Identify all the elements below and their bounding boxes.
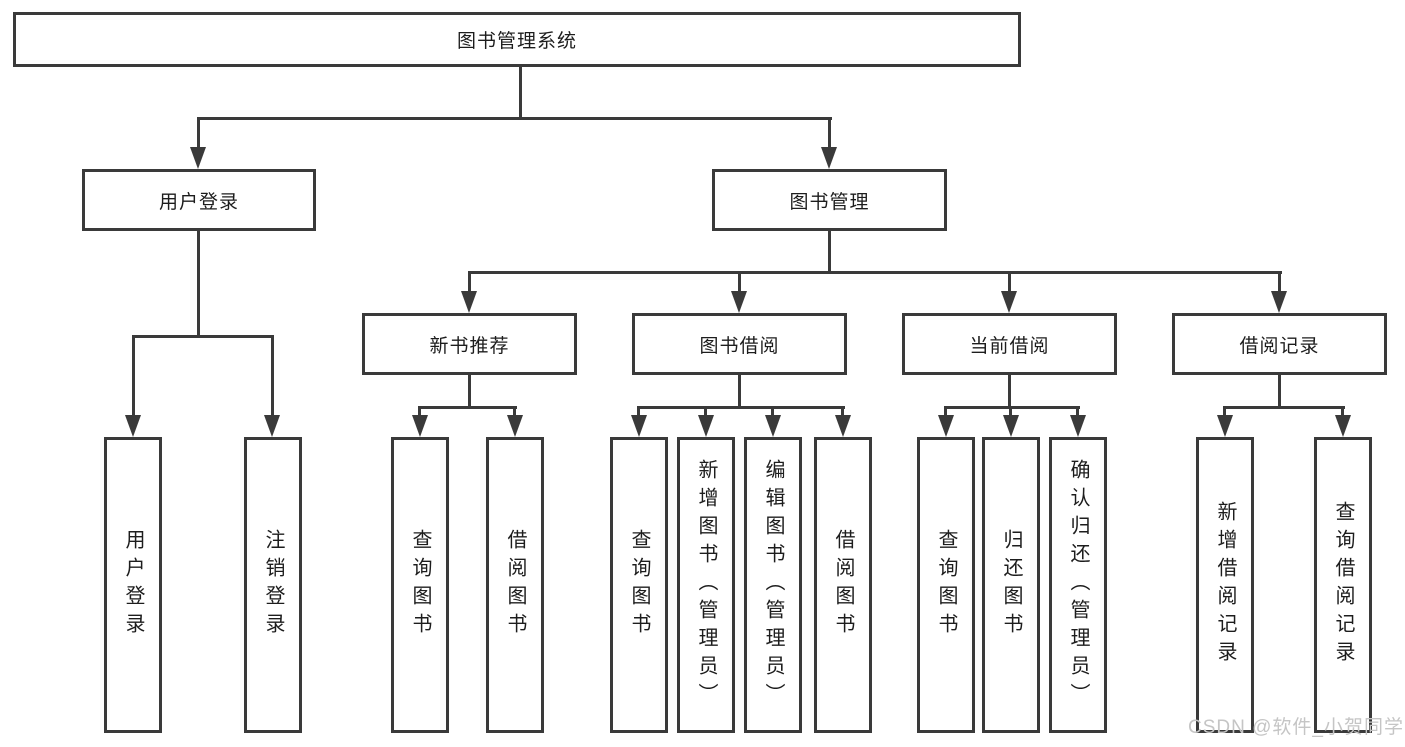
node-new-book-recommend-label: 新书推荐 (429, 335, 510, 357)
node-borrowing-records: 借阅记录 (1172, 313, 1387, 375)
node-borrowing-edit-books-admin: 编辑图书（管理员） (744, 437, 802, 733)
connector-line (271, 337, 274, 417)
connector-line (513, 408, 516, 417)
connector-line (771, 408, 774, 417)
node-borrowing-query-books: 查询图书 (610, 437, 668, 733)
node-user-login: 用户登录 (82, 169, 316, 231)
connector-line (1278, 374, 1281, 408)
connector-line (1076, 408, 1079, 417)
connector-line (828, 229, 831, 273)
arrowhead (938, 415, 954, 437)
arrowhead (1070, 415, 1086, 437)
connector-line (944, 406, 1080, 409)
connector-line (197, 117, 832, 120)
arrowhead (835, 415, 851, 437)
arrowhead (1217, 415, 1233, 437)
node-current-query-books: 查询图书 (917, 437, 975, 733)
connector-line (738, 374, 741, 408)
node-book-borrowing-label: 图书借阅 (699, 335, 780, 357)
connector-line (1278, 273, 1281, 293)
arrowhead (1001, 291, 1017, 313)
node-root-label: 图书管理系统 (456, 31, 577, 52)
node-current-borrowing: 当前借阅 (902, 313, 1117, 375)
node-current-borrowing-label: 当前借阅 (969, 335, 1050, 357)
node-book-management: 图书管理 (712, 169, 947, 231)
node-book-management-label: 图书管理 (789, 191, 870, 213)
node-borrowing-borrow-books: 借阅图书 (814, 437, 872, 733)
connector-line (519, 66, 522, 119)
connector-line (841, 408, 844, 417)
connector-line (1008, 273, 1011, 293)
arrowhead (264, 415, 280, 437)
connector-line (637, 406, 845, 409)
connector-line (1223, 408, 1226, 417)
connector-line (1223, 406, 1345, 409)
node-book-borrowing: 图书借阅 (632, 313, 847, 375)
arrowhead (190, 147, 206, 169)
node-new-book-recommend: 新书推荐 (362, 313, 577, 375)
connector-line (828, 119, 831, 149)
connector-line (132, 337, 135, 417)
node-borrowing-add-books-admin: 新增图书（管理员） (677, 437, 735, 733)
connector-line (197, 119, 200, 149)
connector-line (1009, 408, 1012, 417)
connector-line (197, 229, 200, 337)
node-recommend-query-books: 查询图书 (391, 437, 449, 733)
arrowhead (1271, 291, 1287, 313)
arrowhead (461, 291, 477, 313)
node-user-login-leaf: 用户登录 (104, 437, 162, 733)
connector-line (1341, 408, 1344, 417)
arrowhead (1003, 415, 1019, 437)
arrowhead (765, 415, 781, 437)
node-records-add-record: 新增借阅记录 (1196, 437, 1254, 733)
node-root: 图书管理系统 (13, 12, 1021, 67)
connector-line (418, 406, 517, 409)
arrowhead (125, 415, 141, 437)
arrowhead (821, 147, 837, 169)
arrowhead (507, 415, 523, 437)
arrowhead (698, 415, 714, 437)
connector-line (704, 408, 707, 417)
arrowhead (412, 415, 428, 437)
arrowhead (1335, 415, 1351, 437)
connector-line (468, 374, 471, 408)
connector-line (418, 408, 421, 417)
connector-line (132, 335, 274, 338)
node-logout-leaf: 注销登录 (244, 437, 302, 733)
node-current-confirm-return-admin: 确认归还（管理员） (1049, 437, 1107, 733)
node-borrowing-records-label: 借阅记录 (1239, 335, 1320, 357)
arrowhead (631, 415, 647, 437)
connector-line (468, 271, 1282, 274)
node-records-query-record: 查询借阅记录 (1314, 437, 1372, 733)
connector-line (637, 408, 640, 417)
arrowhead (731, 291, 747, 313)
node-current-return-books: 归还图书 (982, 437, 1040, 733)
connector-line (468, 273, 471, 293)
csdn-watermark: CSDN @软件_小贺同学 (1188, 717, 1404, 738)
node-recommend-borrow-books: 借阅图书 (486, 437, 544, 733)
connector-line (944, 408, 947, 417)
node-user-login-label: 用户登录 (158, 191, 239, 213)
connector-line (1008, 374, 1011, 408)
connector-line (738, 273, 741, 293)
